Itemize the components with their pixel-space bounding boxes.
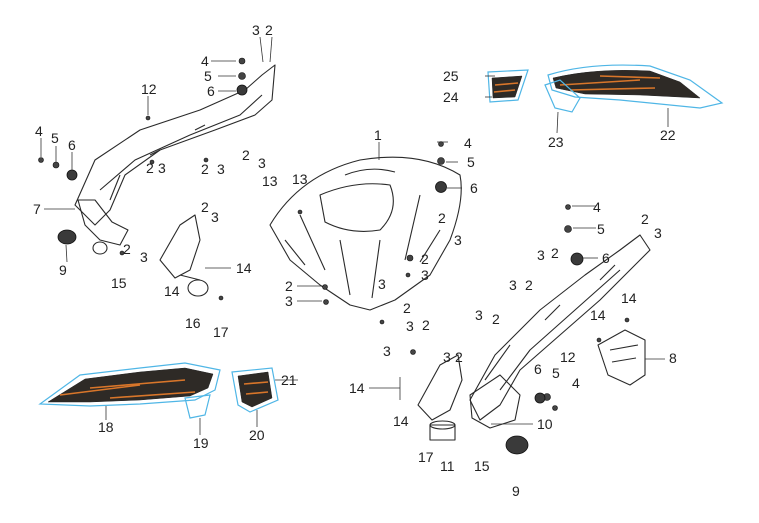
callout-23: 23 [548,134,564,150]
callout-3: 3 [378,276,386,292]
tank-cover-part-1 [269,156,462,311]
callout-14: 14 [621,290,637,306]
callout-17: 17 [418,449,434,465]
callout-6: 6 [534,361,542,377]
callout-14: 14 [349,380,365,396]
left-inner-bracket [57,199,129,255]
callout-7: 7 [33,201,41,217]
callout-3: 3 [509,277,517,293]
callout-5: 5 [204,68,212,84]
center-small-panel [417,354,463,421]
callout-2: 2 [492,311,500,327]
callout-4: 4 [572,375,580,391]
callout-15: 15 [474,458,490,474]
hardware [38,57,630,411]
callout-4: 4 [464,135,472,151]
callout-14: 14 [164,283,180,299]
callout-3: 3 [285,293,293,309]
callout-2: 2 [551,245,559,261]
callout-24: 24 [443,89,459,105]
callout-18: 18 [98,419,114,435]
callout-14: 14 [236,260,252,276]
callout-3: 3 [140,249,148,265]
callout-17: 17 [213,324,229,340]
callout-3: 3 [654,225,662,241]
callout-3: 3 [211,209,219,225]
callout-3: 3 [217,161,225,177]
callout-2: 2 [438,210,446,226]
leader-lines [40,36,669,435]
decal-24-25 [487,69,529,103]
callout-3: 3 [537,247,545,263]
callout-3: 3 [454,232,462,248]
callout-3: 3 [421,267,429,283]
right-bracket-part-8 [597,329,646,386]
callout-2: 2 [265,22,273,38]
callout-13: 13 [262,173,278,189]
callout-4: 4 [35,123,43,139]
callout-5: 5 [467,154,475,170]
decal-22 [547,64,724,109]
callout-6: 6 [470,180,478,196]
callout-6: 6 [207,83,215,99]
callout-3: 3 [443,349,451,365]
callout-21: 21 [281,372,297,388]
callout-2: 2 [201,161,209,177]
callout-14: 14 [393,413,409,429]
callout-5: 5 [597,221,605,237]
callout-1: 1 [374,127,382,143]
callout-2: 2 [455,349,463,365]
callout-12: 12 [560,349,576,365]
callout-10: 10 [537,416,553,432]
callout-11: 11 [440,458,455,474]
callout-8: 8 [669,350,677,366]
callout-2: 2 [641,211,649,227]
callout-20: 20 [249,427,265,443]
callout-19: 19 [193,435,209,451]
decal-19 [184,394,211,419]
decal-23 [544,79,581,113]
right-inner-scoop [469,374,521,429]
callout-4: 4 [201,53,209,69]
callout-2: 2 [422,317,430,333]
callout-2: 2 [403,300,411,316]
callout-5: 5 [552,365,560,381]
callout-2: 2 [242,147,250,163]
callout-6: 6 [602,250,610,266]
callout-4: 4 [593,199,601,215]
callout-2: 2 [285,278,293,294]
decal-20-21 [231,367,279,413]
callout-9: 9 [59,262,67,278]
decal-18 [38,362,221,407]
callout-3: 3 [383,343,391,359]
callout-3: 3 [158,160,166,176]
callout-3: 3 [258,155,266,171]
callout-25: 25 [443,68,459,84]
callout-2: 2 [123,241,131,257]
callout-6: 6 [68,137,76,153]
left-small-panel [159,214,209,297]
callout-5: 5 [51,130,59,146]
callout-labels: 1 3 2 4 5 6 12 4 5 6 7 9 2 3 2 3 2 3 2 3… [33,22,677,499]
callout-2: 2 [421,251,429,267]
callout-16: 16 [185,315,201,331]
lower-caps [429,420,529,455]
callout-14: 14 [590,307,606,323]
callout-13: 13 [292,171,308,187]
left-frame-cover [74,64,276,226]
callout-3: 3 [252,22,260,38]
callout-9: 9 [512,483,520,499]
callout-15: 15 [111,275,127,291]
callout-12: 12 [141,81,157,97]
callout-2: 2 [146,160,154,176]
callout-22: 22 [660,127,676,143]
callout-3: 3 [475,307,483,323]
callout-2: 2 [525,277,533,293]
callout-3: 3 [406,318,414,334]
callout-2: 2 [201,199,209,215]
right-frame-cover [469,234,651,421]
